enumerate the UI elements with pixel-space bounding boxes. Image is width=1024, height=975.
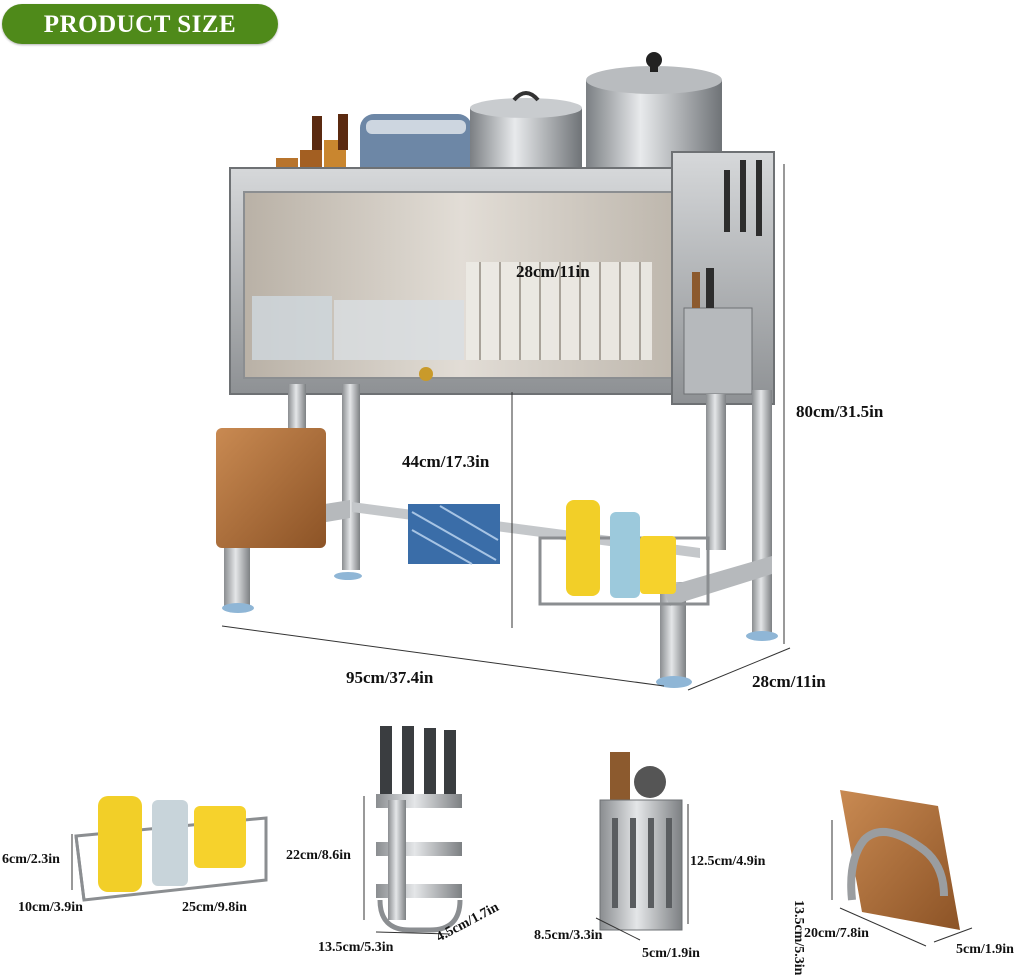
width-label: 95cm/37.4in — [346, 668, 434, 687]
banner-label: PRODUCT SIZE — [43, 11, 237, 38]
sink-basket — [71, 796, 268, 902]
knife-holder — [363, 726, 463, 935]
utensil-holder-height-label: 12.5cm/4.9in — [690, 854, 766, 869]
board-holder-width-label: 20cm/7.8in — [804, 926, 869, 941]
dish-rack — [216, 52, 778, 688]
board-holder-depth-label: 5cm/1.9in — [956, 942, 1014, 957]
dishes — [252, 262, 652, 360]
basket-depth-label: 10cm/3.9in — [18, 900, 83, 915]
knife-holder-height-label: 22cm/8.6in — [286, 848, 351, 863]
board-holder — [831, 790, 973, 947]
utensil-holder-depth-label: 5cm/1.9in — [642, 946, 700, 961]
depth-label: 28cm/11in — [752, 672, 826, 691]
knife-holder-width-label: 13.5cm/5.3in — [318, 940, 394, 955]
shelf-clearance-label: 44cm/17.3in — [402, 452, 490, 471]
basket-height-label: 6cm/2.3in — [2, 852, 60, 867]
total-height-label: 80cm/31.5in — [796, 402, 884, 421]
inner-height-label: 28cm/11in — [516, 262, 590, 281]
utensil-holder — [595, 752, 689, 941]
basket-width-label: 25cm/9.8in — [182, 900, 247, 915]
product-size-banner: PRODUCT SIZE — [2, 4, 278, 44]
main-dimension-lines — [221, 164, 791, 691]
utensil-holder-width-label: 8.5cm/3.3in — [534, 928, 603, 943]
